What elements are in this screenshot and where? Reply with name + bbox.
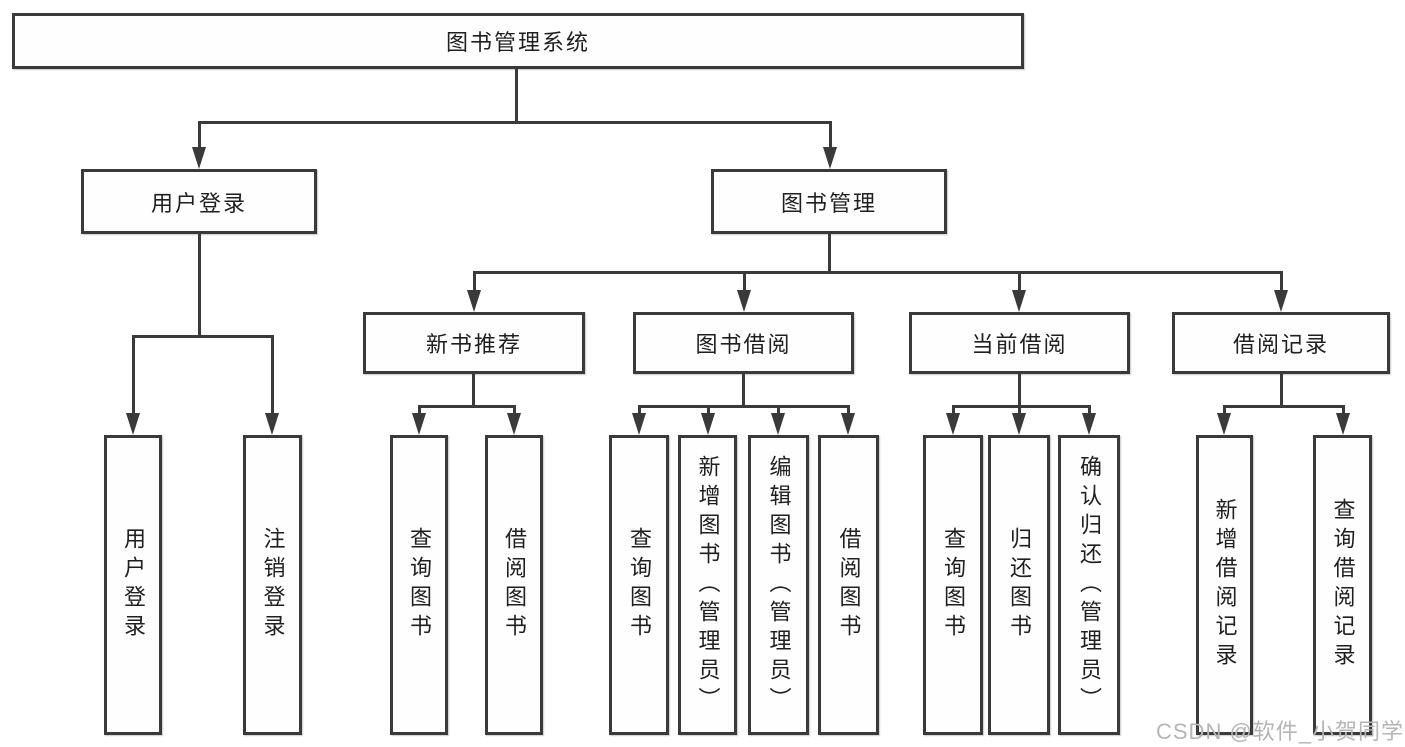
leaf-label: 查询图书 [627, 527, 652, 643]
connector-line [638, 405, 849, 408]
node-label: 当前借阅 [971, 332, 1068, 357]
arrow-down-icon [507, 413, 521, 435]
node-library-system: 图书管理系统 [12, 13, 1024, 69]
connector-line [847, 405, 850, 416]
connector-line [418, 405, 516, 408]
arrow-down-icon [192, 147, 206, 169]
node-label: 图书借阅 [695, 332, 792, 357]
leaf-label: 注销登录 [260, 527, 286, 643]
leaf-label: 查询借阅记录 [1330, 498, 1356, 672]
leaf-logout: 注销登录 [243, 435, 302, 735]
leaf-borrow-books-borrowing: 借阅图书 [818, 435, 879, 735]
arrow-down-icon [823, 147, 837, 169]
arrow-down-icon [265, 413, 279, 435]
leaf-label: 借阅图书 [502, 527, 527, 643]
arrow-down-icon [412, 413, 426, 435]
connector-line [271, 335, 274, 415]
leaf-label: 编辑图书（管理员） [766, 454, 792, 716]
csdn-watermark: CSDN @软件_小贺同学 [1156, 719, 1405, 744]
connector-line [1223, 405, 1226, 416]
connector-line [742, 374, 745, 408]
connector-line [515, 69, 518, 124]
connector-line [1280, 374, 1283, 408]
connector-line [952, 405, 955, 416]
connector-line [473, 271, 1282, 274]
arrow-down-icon [1082, 413, 1096, 435]
arrow-down-icon [841, 413, 855, 435]
arrow-down-icon [1274, 290, 1288, 312]
connector-line [1342, 405, 1345, 416]
arrow-down-icon [701, 413, 715, 435]
node-current-borrowing: 当前借阅 [909, 312, 1130, 374]
node-label: 图书管理系统 [445, 30, 590, 55]
connector-line [1223, 405, 1344, 408]
connector-line [1280, 271, 1283, 293]
connector-line [638, 405, 641, 416]
connector-line [743, 271, 746, 293]
arrow-down-icon [1012, 290, 1026, 312]
leaf-query-books-recommend: 查询图书 [390, 435, 448, 735]
connector-line [829, 121, 832, 151]
connector-line [1018, 405, 1021, 416]
node-label: 借阅记录 [1232, 332, 1329, 357]
leaf-confirm-return-admin: 确认归还（管理员） [1058, 435, 1120, 735]
node-label: 图书管理 [780, 190, 877, 216]
node-label: 新书推荐 [425, 332, 522, 357]
connector-line [828, 234, 831, 274]
leaf-return-books: 归还图书 [988, 435, 1050, 735]
leaf-label: 借阅图书 [836, 527, 862, 643]
leaf-user-login: 用户登录 [104, 435, 162, 735]
node-book-management: 图书管理 [711, 169, 947, 234]
node-book-borrowing: 图书借阅 [633, 312, 854, 374]
node-user-login: 用户登录 [81, 169, 317, 234]
arrow-down-icon [737, 290, 751, 312]
connector-line [132, 335, 274, 338]
connector-line [132, 335, 135, 415]
connector-line [513, 405, 516, 416]
leaf-label: 查询图书 [941, 527, 966, 643]
connector-line [777, 405, 780, 416]
arrow-down-icon [1012, 413, 1026, 435]
leaf-label: 新增图书（管理员） [695, 454, 721, 716]
leaf-label: 查询图书 [407, 527, 432, 643]
arrow-down-icon [1336, 413, 1350, 435]
arrow-down-icon [467, 290, 481, 312]
connector-line [1018, 271, 1021, 293]
leaf-add-books-admin: 新增图书（管理员） [678, 435, 737, 735]
connector-line [198, 121, 201, 151]
leaf-label: 用户登录 [121, 527, 146, 643]
leaf-edit-books-admin: 编辑图书（管理员） [748, 435, 809, 735]
arrow-down-icon [1217, 413, 1231, 435]
connector-line [198, 234, 201, 338]
connector-line [473, 271, 476, 293]
node-borrow-records: 借阅记录 [1172, 312, 1390, 374]
leaf-label: 新增借阅记录 [1212, 498, 1238, 672]
arrow-down-icon [632, 413, 646, 435]
leaf-query-books-current: 查询图书 [923, 435, 983, 735]
connector-line [418, 405, 421, 416]
leaf-add-borrow-record: 新增借阅记录 [1196, 435, 1253, 735]
leaf-query-borrow-record: 查询借阅记录 [1313, 435, 1372, 735]
arrow-down-icon [126, 413, 140, 435]
leaf-label: 确认归还（管理员） [1077, 454, 1102, 716]
connector-line [1018, 374, 1021, 408]
arrow-down-icon [946, 413, 960, 435]
leaf-borrow-books-recommend: 借阅图书 [485, 435, 543, 735]
leaf-label: 归还图书 [1007, 527, 1032, 643]
connector-line [472, 374, 475, 408]
leaf-query-books-borrowing: 查询图书 [609, 435, 669, 735]
node-label: 用户登录 [150, 190, 247, 216]
arrow-down-icon [771, 413, 785, 435]
connector-line [198, 121, 831, 124]
connector-line [707, 405, 710, 416]
connector-line [952, 405, 1090, 408]
node-new-book-recommend: 新书推荐 [363, 312, 585, 374]
connector-line [1088, 405, 1091, 416]
